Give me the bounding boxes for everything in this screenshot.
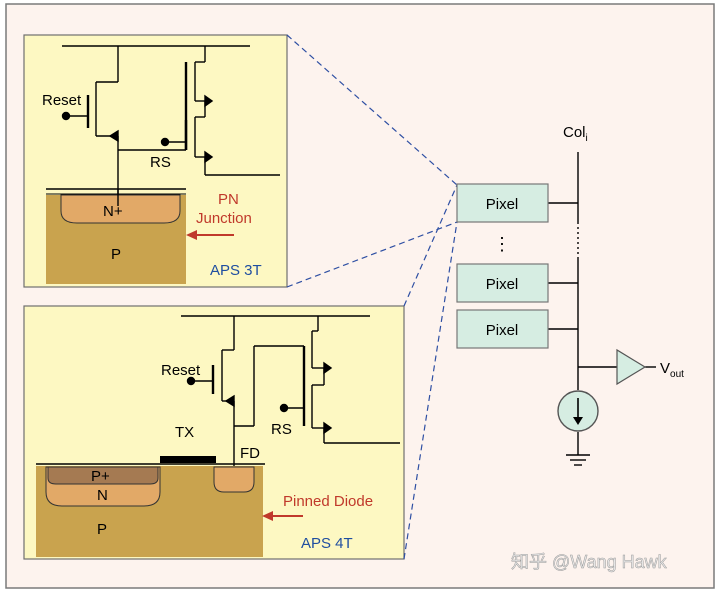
pixel-box-3 bbox=[456, 309, 549, 349]
current-source bbox=[557, 390, 599, 432]
aps-4t-circuit bbox=[36, 315, 400, 466]
label-rs-3t: RS bbox=[150, 154, 171, 171]
pinned-arrow bbox=[262, 511, 303, 521]
label-pn: PN bbox=[218, 191, 239, 208]
label-reset-4t: Reset bbox=[161, 362, 201, 379]
label-junction: Junction bbox=[196, 210, 252, 227]
label-p-4t: P bbox=[97, 521, 107, 538]
caption-aps-3t: APS 3T bbox=[210, 262, 262, 279]
label-tx: TX bbox=[175, 424, 194, 441]
column-readout: Coli Pixel ⋮ Pixel Pixel Vout bbox=[456, 124, 684, 466]
pixel-label-2: Pixel bbox=[486, 276, 519, 293]
aps-3t-circuit bbox=[46, 45, 280, 195]
pixel-label-3: Pixel bbox=[486, 322, 519, 339]
watermark: 知乎 @Wang Hawk bbox=[511, 552, 668, 572]
label-reset-3t: Reset bbox=[42, 92, 82, 109]
pixel-label-1: Pixel bbox=[486, 196, 519, 213]
n-plus-region bbox=[60, 194, 181, 224]
caption-aps-4t: APS 4T bbox=[301, 535, 353, 552]
vout-label: Vout bbox=[660, 360, 684, 380]
col-label: Coli bbox=[563, 124, 588, 144]
label-n-plus: N+ bbox=[103, 203, 123, 220]
zoom-lines bbox=[286, 34, 458, 560]
aps-4t-panel: Reset RS TX FD P+ N P Pinned Diode APS 4… bbox=[23, 305, 405, 560]
label-fd: FD bbox=[240, 445, 260, 462]
tx-gate bbox=[160, 456, 216, 463]
label-pinned-diode: Pinned Diode bbox=[283, 493, 373, 510]
pixel-box-2 bbox=[456, 263, 549, 303]
label-n-4t: N bbox=[97, 487, 108, 504]
p-plus-region bbox=[47, 466, 159, 485]
amplifier bbox=[616, 348, 647, 386]
aps-3t-panel: Reset RS N+ P PN Junction APS 3T bbox=[23, 34, 288, 288]
fd-region bbox=[213, 466, 255, 493]
pixel-box-1 bbox=[456, 183, 549, 223]
label-p-3t: P bbox=[111, 246, 121, 263]
junction-arrow bbox=[186, 230, 234, 240]
ellipsis: ⋮ bbox=[493, 234, 511, 254]
label-rs-4t: RS bbox=[271, 421, 292, 438]
label-p-plus: P+ bbox=[91, 468, 110, 485]
